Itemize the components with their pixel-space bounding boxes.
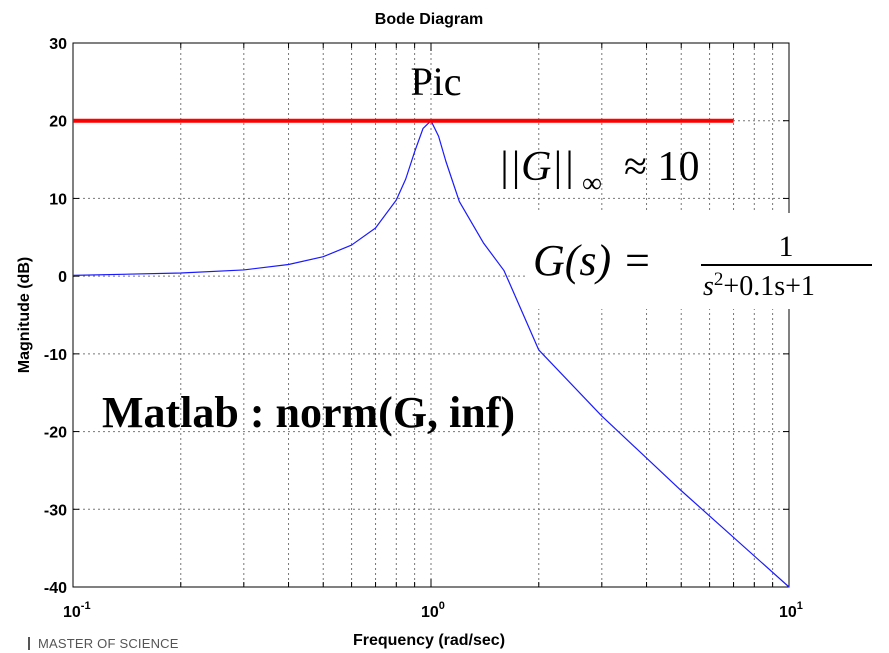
y-tick-label: -10 (44, 347, 67, 364)
transfer-function: G(s) = 1 s2+0.1s+1 (528, 213, 882, 309)
transfer-denominator: s2+0.1s+1 (703, 269, 815, 302)
y-tick-label: 30 (49, 36, 67, 53)
footer-divider (28, 637, 30, 650)
magnitude-curve (72, 120, 790, 588)
norm-rhs: ≈ 10 (624, 144, 700, 190)
y-tick-label: 20 (49, 114, 67, 131)
series-layer (72, 120, 790, 588)
y-tick-label: -30 (44, 502, 67, 519)
x-axis-label: Frequency (rad/sec) (353, 632, 505, 649)
transfer-lhs: G(s) = (533, 236, 652, 285)
y-axis-label: Magnitude (dB) (16, 257, 33, 373)
norm-lhs: ||G|| (498, 144, 575, 190)
footer: MASTER OF SCIENCE (28, 636, 179, 651)
matlab-annotation: Matlab : norm(G, inf) (102, 388, 515, 437)
x-tick-label: 100 (421, 600, 445, 621)
norm-subscript: ∞ (582, 168, 602, 199)
y-tick-label: -20 (44, 425, 67, 442)
norm-annotation: ||G|| ∞ ≈ 10 (498, 144, 700, 199)
y-tick-label: 10 (49, 191, 67, 208)
footer-text: MASTER OF SCIENCE (38, 636, 179, 651)
transfer-backdrop (528, 213, 882, 309)
x-tick-labels: 10-1 100 101 (63, 600, 803, 621)
chart-title: Bode Diagram (375, 11, 483, 28)
transfer-numerator: 1 (779, 230, 794, 263)
y-tick-labels: 30 20 10 0 -10 -20 -30 -40 (44, 36, 67, 597)
y-tick-label: -40 (44, 580, 67, 597)
x-tick-label: 10-1 (63, 600, 91, 621)
y-tick-label: 0 (58, 269, 67, 286)
pic-annotation: Pic (410, 59, 461, 104)
axis-ticks (73, 42, 789, 588)
grid (73, 43, 789, 587)
x-tick-label: 101 (779, 600, 803, 621)
